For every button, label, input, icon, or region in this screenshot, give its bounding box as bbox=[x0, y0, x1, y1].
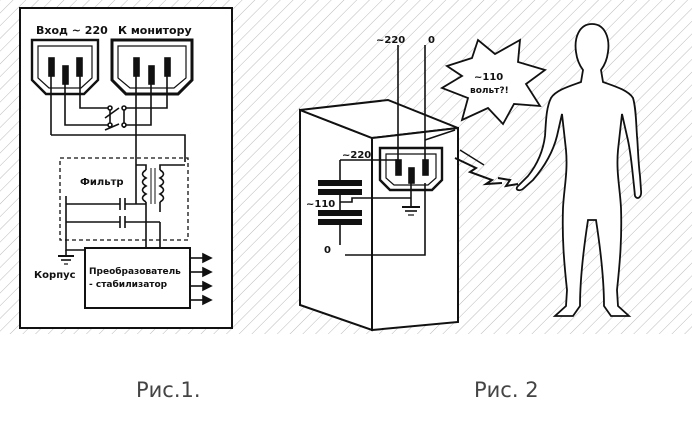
cap-top-label: ~220 bbox=[342, 150, 371, 161]
touch-lead bbox=[424, 129, 456, 141]
neutral-return bbox=[345, 183, 426, 256]
input-label: Вход ~ 220 bbox=[36, 24, 108, 37]
figure-1-frame bbox=[19, 7, 233, 329]
converter-label-line2: - стабилизатор bbox=[89, 279, 168, 290]
figure-2-schematic bbox=[318, 23, 643, 317]
output-arrows bbox=[190, 252, 213, 306]
bottom-label: 0 bbox=[324, 245, 331, 256]
mid-voltage-label: ~110 bbox=[306, 199, 335, 210]
shout-line2: вольт?! bbox=[470, 86, 509, 96]
case-label: Корпус bbox=[34, 270, 76, 281]
figure-1-schematic bbox=[19, 7, 233, 329]
converter-box bbox=[84, 247, 191, 309]
human-figure bbox=[515, 23, 643, 317]
shout-burst bbox=[439, 38, 547, 126]
filter-box bbox=[59, 157, 189, 241]
phase-label: ~220 bbox=[376, 35, 405, 46]
power-switch bbox=[104, 105, 127, 131]
converter-label-line1: Преобразователь bbox=[89, 266, 181, 277]
figure-1-caption: Рис.1. bbox=[136, 378, 201, 402]
leakage-capacitors bbox=[318, 159, 411, 245]
monitor-socket bbox=[110, 38, 194, 96]
pc-case-back bbox=[371, 126, 459, 332]
figure-2-caption: Рис. 2 bbox=[474, 378, 539, 402]
neutral-label: 0 bbox=[428, 35, 435, 46]
shout-line1: ~110 bbox=[474, 72, 503, 83]
monitor-label: К монитору bbox=[118, 24, 192, 37]
zap-spark bbox=[454, 149, 519, 188]
filter-choke bbox=[136, 164, 185, 212]
filter-label: Фильтр bbox=[80, 177, 124, 188]
ground-symbol bbox=[402, 183, 420, 216]
